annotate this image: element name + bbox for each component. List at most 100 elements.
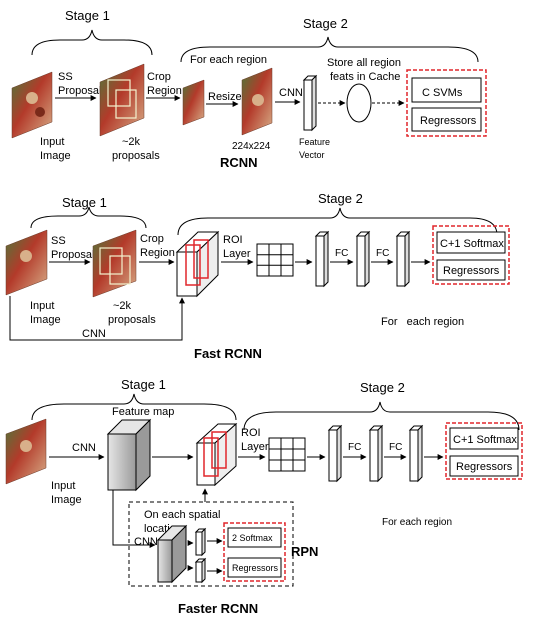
faster-roi-label-2: Layer bbox=[241, 441, 269, 453]
faster-rcnn-title: Faster RCNN bbox=[178, 601, 258, 616]
rpn-bar-1 bbox=[194, 527, 207, 557]
rpn-spatial-label-2: locati bbox=[144, 523, 170, 535]
faster-fc-bar-1 bbox=[327, 424, 343, 483]
fast-fc-bar-3 bbox=[395, 230, 411, 288]
rcnn-input-label-2: Image bbox=[40, 150, 71, 162]
rpn-bar-2 bbox=[194, 557, 207, 584]
fast-input-image bbox=[5, 229, 48, 296]
fast-roi-label-2: Layer bbox=[223, 248, 251, 260]
faster-feature-map-label: Feature map bbox=[112, 406, 174, 418]
fast-regressors-box bbox=[436, 259, 506, 281]
rcnn-for-each-region: For each region bbox=[190, 54, 267, 66]
rpn-cnn-label: CNN bbox=[134, 536, 158, 548]
fast-proposals-image bbox=[92, 229, 137, 298]
fast-softmax-box bbox=[436, 231, 506, 254]
faster-fc-bar-2 bbox=[368, 424, 384, 483]
fast-fc-label-1: FC bbox=[335, 248, 348, 259]
rcnn-crop-label-1: Crop bbox=[147, 71, 171, 83]
faster-rcnn-section: Stage 1 Stage 2 Input Image CNN Feature … bbox=[5, 377, 523, 616]
fast-feature-map bbox=[175, 230, 220, 298]
fast-fc-bar-2 bbox=[355, 230, 371, 288]
rcnn-heads-group bbox=[406, 69, 487, 137]
rpn-input-arrow bbox=[112, 490, 156, 548]
fast-rcnn-section: Stage 1 Stage 2 SS Proposal Input Image … bbox=[5, 191, 510, 361]
faster-roi-label-1: ROI bbox=[241, 427, 261, 439]
fast-stage2-brace bbox=[177, 207, 498, 236]
rcnn-ss-label-1: SS bbox=[58, 71, 73, 83]
rcnn-store-label-1: Store all region bbox=[327, 57, 401, 69]
faster-cnn-label: CNN bbox=[72, 442, 96, 454]
rpn-regressors-label: Regressors bbox=[232, 563, 279, 573]
faster-fc-label-1: FC bbox=[348, 442, 361, 453]
rcnn-proposals-image bbox=[99, 63, 145, 137]
fast-fc-bar-1 bbox=[314, 230, 330, 288]
faster-softmax-box bbox=[449, 427, 519, 450]
faster-input-image bbox=[5, 418, 47, 485]
rcnn-regressors-box bbox=[411, 107, 482, 132]
rcnn-feature-vector bbox=[302, 74, 318, 132]
rcnn-feature-label-1: Feature bbox=[299, 137, 330, 147]
fast-regressors-label: Regressors bbox=[443, 265, 500, 277]
fast-stage2-label: Stage 2 bbox=[318, 191, 363, 206]
rcnn-resized-image bbox=[241, 67, 273, 136]
faster-softmax-label: C+1 Softmax bbox=[453, 434, 517, 446]
rpn-region bbox=[128, 501, 294, 587]
rpn-feature-block bbox=[156, 524, 188, 584]
fast-roi-grid bbox=[256, 243, 294, 277]
rcnn-store-label-2: feats in Cache bbox=[330, 71, 400, 83]
rcnn-crop-image bbox=[182, 79, 205, 126]
fast-cnn-line bbox=[9, 296, 185, 341]
rcnn-input-label-1: Input bbox=[40, 136, 64, 148]
rcnn-ss-label-2: Proposal bbox=[58, 85, 101, 97]
rcnn-section: Stage 1 Stage 2 SS Proposal Input Image … bbox=[11, 8, 487, 170]
faster-heads-group bbox=[445, 422, 523, 480]
fast-roi-label-1: ROI bbox=[223, 234, 243, 246]
fast-stage1-label: Stage 1 bbox=[62, 195, 107, 210]
faster-stage2-brace bbox=[243, 401, 520, 431]
fast-ss-label-1: SS bbox=[51, 235, 66, 247]
fast-softmax-label: C+1 Softmax bbox=[440, 238, 504, 250]
faster-regressors-label: Regressors bbox=[456, 461, 513, 473]
faster-stage2-label: Stage 2 bbox=[360, 380, 405, 395]
faster-fc-label-2: FC bbox=[389, 442, 402, 453]
rcnn-stage2-brace bbox=[180, 36, 479, 63]
rcnn-regressors-label: Regressors bbox=[420, 115, 477, 127]
faster-fc-bar-3 bbox=[408, 424, 424, 483]
faster-input-label-1: Input bbox=[51, 480, 75, 492]
fast-crop-label-1: Crop bbox=[140, 233, 164, 245]
rcnn-proposals-label-1: ~2k bbox=[122, 136, 141, 148]
faster-roi-grid bbox=[268, 437, 306, 472]
fast-fc-label-2: FC bbox=[376, 248, 389, 259]
rcnn-svms-box bbox=[411, 77, 482, 103]
faster-feature-map bbox=[106, 418, 152, 492]
fast-for-each-region: For each region bbox=[381, 316, 464, 328]
rcnn-crop-label-2: Region bbox=[147, 85, 182, 97]
rcnn-title: RCNN bbox=[220, 155, 258, 170]
faster-roi-feature-map bbox=[195, 422, 238, 487]
rcnn-stage2-label: Stage 2 bbox=[303, 16, 348, 31]
fast-rcnn-title: Fast RCNN bbox=[194, 346, 262, 361]
faster-stage1-brace bbox=[31, 393, 237, 421]
rpn-regressors-box bbox=[227, 557, 282, 578]
rcnn-proposals-label-2: proposals bbox=[112, 150, 160, 162]
rpn-heads-group bbox=[223, 522, 286, 582]
faster-input-label-2: Image bbox=[51, 494, 82, 506]
rcnn-size-label: 224x224 bbox=[232, 141, 271, 152]
rpn-softmax-label: 2 Softmax bbox=[232, 533, 273, 543]
rcnn-resize-label: Resize bbox=[208, 91, 242, 103]
fast-stage1-brace bbox=[30, 206, 147, 229]
rpn-label: RPN bbox=[291, 544, 318, 559]
faster-stage1-label: Stage 1 bbox=[121, 377, 166, 392]
rpn-softmax-box bbox=[227, 527, 282, 548]
faster-for-each-region: For each region bbox=[382, 517, 452, 528]
rcnn-cnn-label: CNN bbox=[279, 87, 303, 99]
fast-proposals-label-2: proposals bbox=[108, 314, 156, 326]
rcnn-svms-label: C SVMs bbox=[422, 87, 463, 99]
fast-crop-label-2: Region bbox=[140, 247, 175, 259]
rcnn-stage1-label: Stage 1 bbox=[65, 8, 110, 23]
fast-ss-label-2: Proposal bbox=[51, 249, 94, 261]
fast-cnn-label: CNN bbox=[82, 328, 106, 340]
fast-heads-group bbox=[432, 225, 510, 285]
rpn-spatial-label-1: On each spatial bbox=[144, 509, 220, 521]
